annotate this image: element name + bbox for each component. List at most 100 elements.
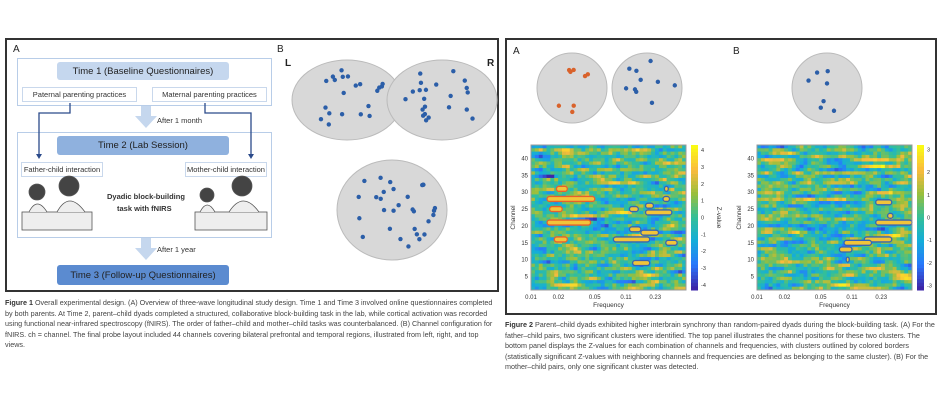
heatmap-cell — [627, 233, 633, 238]
heatmap-cell — [811, 250, 816, 255]
heatmap-cell — [612, 266, 617, 271]
heatmap-cell — [834, 220, 839, 225]
heatmap-cell — [631, 276, 637, 281]
heatmap-cell — [589, 191, 594, 195]
plot-frame — [756, 144, 913, 291]
heatmap-cell — [873, 158, 878, 162]
heatmap-cell — [850, 164, 855, 169]
heatmap-cell — [788, 280, 793, 284]
heatmap-cell — [558, 161, 563, 166]
heatmap-cell — [811, 253, 816, 258]
heatmap-cell — [666, 204, 671, 209]
heatmap-cell — [850, 220, 855, 225]
heatmap-cell — [791, 253, 797, 258]
heatmap-cell — [655, 247, 660, 251]
heatmap-cell — [651, 168, 656, 172]
colorbar-label: Z-value — [715, 207, 722, 229]
heatmap-cell — [577, 224, 582, 228]
heatmap-cell — [861, 151, 866, 156]
heatmap-cell — [884, 260, 890, 265]
heatmap-cell — [757, 237, 762, 242]
heatmap-cell — [585, 145, 590, 149]
heatmap-cell — [788, 250, 793, 255]
heatmap-cell — [643, 233, 648, 238]
heatmap-cell — [861, 168, 866, 172]
heatmap-cell — [908, 247, 913, 251]
heatmap-cell — [554, 154, 559, 159]
heatmap-cell — [822, 276, 828, 281]
heatmap-cell — [538, 263, 544, 268]
heatmap-cell — [678, 174, 683, 179]
heatmap-cell — [799, 214, 804, 218]
heatmap-cell — [819, 148, 824, 153]
heatmap-cell — [768, 148, 773, 153]
heatmap-cell — [573, 276, 578, 281]
heatmap-cell — [838, 151, 843, 156]
heatmap-cell — [881, 151, 886, 156]
heatmap-cell — [865, 171, 870, 176]
heatmap-cell — [596, 210, 602, 215]
heatmap-cell — [624, 177, 629, 182]
heatmap-cell — [900, 257, 905, 261]
heatmap-cell — [643, 250, 648, 255]
heatmap-cell — [608, 270, 613, 275]
heatmap-cell — [542, 280, 547, 284]
heatmap-cell — [538, 233, 544, 238]
heatmap-cell — [830, 257, 835, 261]
heatmap-cell — [554, 164, 559, 169]
heatmap-cell — [869, 148, 874, 153]
heatmap-cell — [616, 214, 621, 218]
heatmap-cell — [884, 168, 890, 172]
heatmap-cell — [620, 161, 625, 166]
heatmap-cell — [651, 148, 656, 153]
heatmap-cell — [604, 276, 609, 281]
heatmap-cell — [624, 191, 629, 195]
heatmap-cell — [807, 224, 812, 228]
heatmap-cell — [869, 257, 874, 261]
heatmap-cell — [784, 174, 789, 179]
channel-marker — [391, 186, 396, 192]
heatmap-cell — [846, 197, 851, 202]
heatmap-cell — [826, 171, 832, 176]
heatmap-cell — [815, 191, 820, 195]
heatmap-cell — [554, 161, 559, 166]
heatmap-cell — [531, 286, 536, 291]
heatmap-cell — [846, 201, 851, 205]
heatmap-cell — [577, 270, 582, 275]
heatmap-cell — [600, 154, 606, 159]
heatmap-cell — [877, 145, 882, 149]
heatmap-cell — [589, 164, 594, 169]
heatmap-cell — [655, 161, 660, 166]
heatmap-cell — [627, 214, 633, 218]
heatmap-cell — [807, 151, 812, 156]
heatmap-cell — [546, 151, 551, 156]
heatmap-cell — [822, 263, 828, 268]
heatmap-cell — [760, 270, 766, 275]
heatmap-cell — [772, 174, 777, 179]
heatmap-cell — [655, 158, 660, 162]
heatmap-cell — [581, 187, 586, 192]
heatmap-cell — [822, 161, 828, 166]
heatmap-cell — [760, 191, 766, 195]
heatmap-cell — [608, 148, 613, 153]
heatmap-cell — [608, 273, 613, 278]
heatmap-cell — [596, 177, 602, 182]
heatmap-cell — [834, 286, 839, 291]
heatmap-cell — [569, 240, 575, 245]
heatmap-cell — [600, 253, 606, 258]
heatmap-cell — [815, 201, 820, 205]
heatmap-cell — [764, 158, 770, 162]
heatmap-cell — [581, 230, 586, 235]
heatmap-cell — [581, 145, 586, 149]
heatmap-cell — [620, 171, 625, 176]
heatmap-cell — [838, 204, 843, 209]
heatmap-cell — [581, 227, 586, 232]
heatmap-cell — [682, 174, 687, 179]
heatmap-cell — [670, 273, 675, 278]
heatmap-cell — [620, 204, 625, 209]
heatmap-cell — [803, 220, 808, 225]
heatmap-cell — [635, 164, 640, 169]
heatmap-cell — [760, 154, 766, 159]
heatmap-cell — [904, 171, 909, 176]
heatmap-cell — [573, 201, 578, 205]
